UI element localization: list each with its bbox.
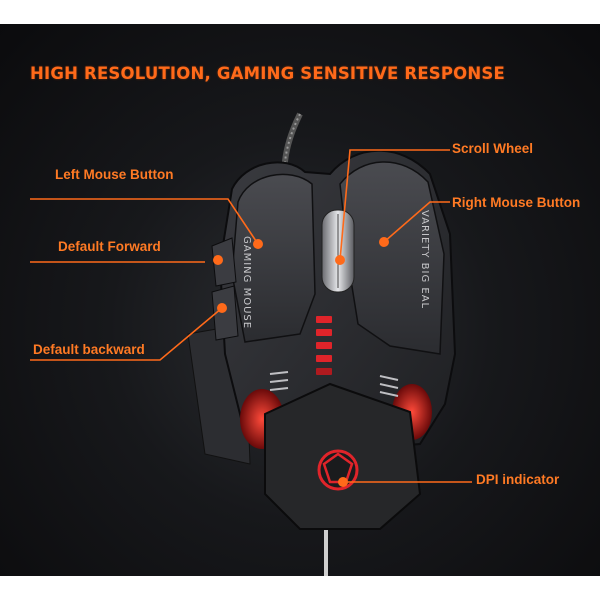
forward-button-label: Default Forward: [58, 239, 161, 254]
headline: HIGH RESOLUTION, GAMING SENSITIVE RESPON…: [30, 64, 505, 83]
gaming-mouse-illustration: GAMING MOUSE VARIETY BIG EAL: [30, 112, 472, 576]
right-button-label: Right Mouse Button: [452, 195, 581, 210]
callout-dots: [213, 237, 389, 487]
shell-text-left: GAMING MOUSE: [241, 236, 252, 329]
backward-button: [211, 285, 239, 341]
left-button-panel: [231, 173, 316, 343]
dpi-indicator-label: DPI indicator: [476, 472, 560, 487]
backward-button-label: Default backward: [33, 342, 145, 357]
product-image-frame: GAMING MOUSE VARIETY BIG EAL HIG: [0, 24, 600, 576]
side-vents: [269, 371, 399, 397]
shell-text-right: VARIETY BIG EAL: [419, 210, 430, 309]
callout-leaders: [30, 149, 472, 483]
scroll-wheel-label: Scroll Wheel: [452, 141, 534, 156]
left-button-label: Left Mouse Button: [55, 167, 174, 182]
forward-button: [211, 237, 237, 287]
logo-emblem: [317, 449, 359, 491]
dpi-led-strip: [316, 316, 332, 375]
right-button-panel: [339, 161, 445, 355]
